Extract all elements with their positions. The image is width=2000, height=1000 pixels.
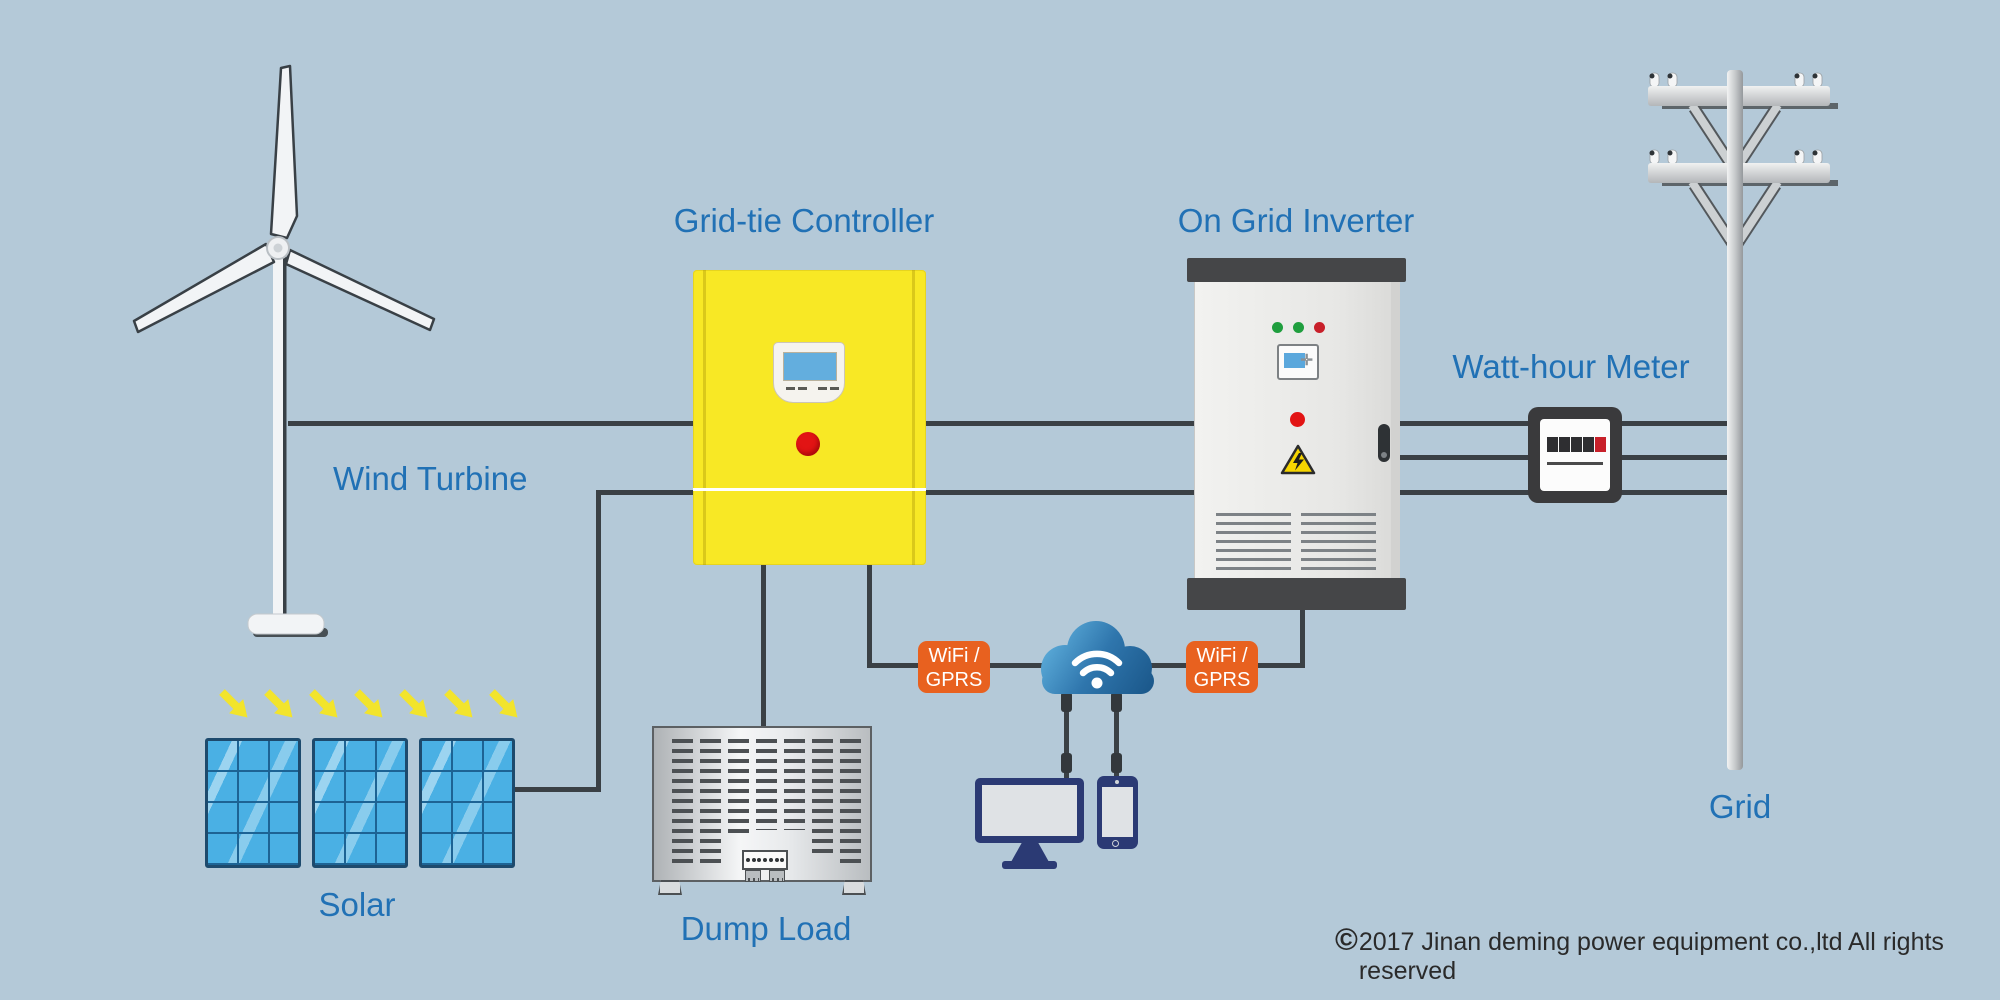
inverter-power-button	[1290, 412, 1305, 427]
wire-controller-to-wifi	[867, 563, 872, 668]
wire-controller-to-dumpload	[761, 563, 766, 730]
door-handle-icon	[1378, 424, 1390, 462]
wire-solar-out	[508, 787, 601, 792]
wire-cloud-to-monitor	[1064, 684, 1069, 780]
utility-pole-icon	[1648, 70, 1838, 770]
terminal-block	[742, 850, 788, 870]
vent-slots	[812, 739, 833, 857]
monitor-screen	[982, 785, 1077, 836]
controller-button	[818, 387, 827, 390]
wire-controller-to-inverter-bottom	[924, 490, 1196, 495]
vent-slots	[784, 739, 805, 830]
vent-slots	[700, 739, 721, 866]
wifi-badge-line1: WiFi /	[1196, 645, 1248, 667]
vent-slots	[756, 739, 777, 830]
controller-screen	[783, 352, 837, 381]
grid-label: Grid	[1708, 788, 1772, 825]
inverter-bottom-band	[1187, 578, 1406, 610]
controller-display	[773, 342, 845, 403]
grid-tie-controller	[693, 270, 926, 565]
solar-panel	[312, 738, 408, 868]
grid-tie-controller-label: Grid-tie Controller	[673, 202, 935, 239]
dump-load-foot	[658, 880, 682, 895]
led-green-icon	[1272, 322, 1283, 333]
controller-seam	[703, 270, 706, 565]
wire-cloud-to-phone	[1114, 684, 1119, 780]
wind-turbine-icon	[132, 64, 436, 637]
wire-controller-to-inverter-top	[924, 421, 1196, 426]
monitor-base	[1002, 861, 1057, 869]
dump-load	[652, 726, 872, 882]
wire-turbine-to-controller	[288, 421, 695, 426]
vent-slots	[672, 739, 693, 866]
usb-connector-icon	[1111, 692, 1122, 712]
sun-arrow-icon	[219, 689, 518, 718]
phone-icon	[1097, 776, 1138, 849]
vent-slots	[840, 739, 861, 866]
wire-solar-riser	[596, 490, 601, 792]
led-red-icon	[1314, 322, 1325, 333]
watt-hour-meter-label: Watt-hour Meter	[1452, 348, 1690, 385]
monitor-stand	[1011, 843, 1049, 862]
led-green-icon	[1293, 322, 1304, 333]
usb-connector-icon	[1061, 753, 1072, 773]
meter-face	[1540, 419, 1610, 491]
on-grid-inverter-label: On Grid Inverter	[1177, 202, 1415, 239]
phone-camera-dot	[1115, 780, 1119, 784]
monitor-icon	[975, 778, 1084, 843]
wifi-badge-line2: GPRS	[1193, 669, 1251, 691]
terminal-connector	[745, 870, 761, 882]
copyright-symbol: ©	[1335, 922, 1358, 957]
solar-panel	[205, 738, 301, 868]
controller-seam	[912, 270, 915, 565]
controller-button	[786, 387, 795, 390]
usb-connector-icon	[1111, 753, 1122, 773]
wind-turbine-label: Wind Turbine	[333, 460, 528, 497]
meter-underline	[1547, 462, 1603, 465]
inverter-display: ✛	[1277, 344, 1319, 380]
solar-label: Solar	[318, 886, 396, 923]
phone-home-button	[1112, 840, 1119, 847]
wire-wifi-to-inverter	[1300, 598, 1305, 668]
copyright-text: 2017 Jinan deming power equipment co.,lt…	[1358, 928, 1944, 985]
wifi-badge-line2: GPRS	[925, 669, 983, 691]
inverter-vent-grille	[1216, 513, 1291, 571]
phone-screen	[1102, 787, 1133, 837]
copyright-line: © 2017 Jinan deming power equipment co.,…	[1335, 922, 2000, 986]
controller-power-button	[796, 432, 820, 456]
keypad-icon: ✛	[1300, 352, 1313, 369]
warning-icon	[1280, 444, 1316, 475]
usb-connector-icon	[1061, 692, 1072, 712]
dump-load-foot	[842, 880, 866, 895]
inverter-screen	[1284, 353, 1305, 368]
meter-digit-row	[1547, 437, 1606, 452]
watt-hour-meter	[1528, 407, 1622, 503]
terminal-connector	[769, 870, 785, 882]
cloud-icon	[1041, 621, 1154, 694]
solar-panel	[419, 738, 515, 868]
controller-button	[830, 387, 839, 390]
controller-white-stripe	[693, 488, 926, 491]
wifi-gprs-badge-right: WiFi / GPRS	[1186, 641, 1258, 693]
wifi-gprs-badge-left: WiFi / GPRS	[918, 641, 990, 693]
wifi-badge-line1: WiFi /	[928, 645, 980, 667]
wifi-icon	[1071, 650, 1123, 677]
wire-solar-to-controller	[596, 490, 695, 495]
vent-slots	[728, 739, 749, 838]
dump-load-label: Dump Load	[680, 910, 852, 947]
controller-button	[798, 387, 807, 390]
inverter-vent-grille	[1301, 513, 1376, 571]
inverter-top-band	[1187, 258, 1406, 282]
